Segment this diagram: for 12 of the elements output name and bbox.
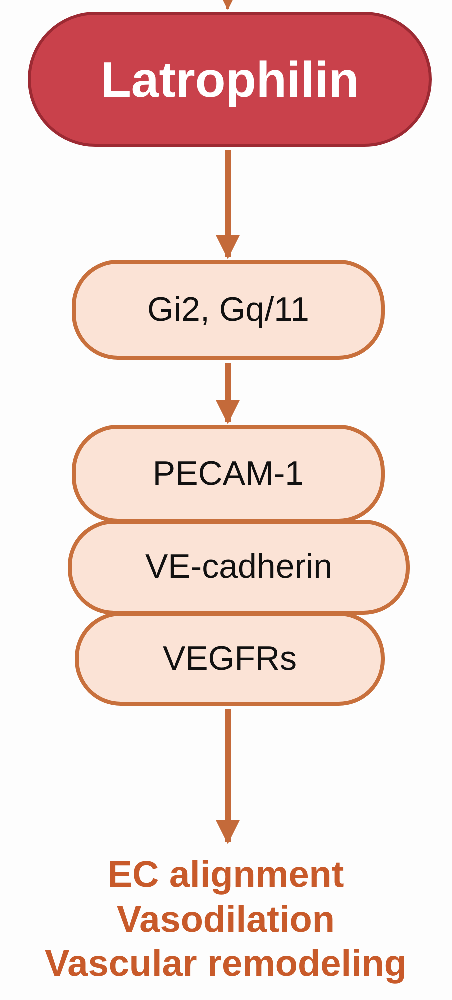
outcome-text: Vascular remodeling (45, 942, 407, 986)
arrow (216, 363, 240, 424)
outcome-text: EC alignment (108, 853, 344, 898)
node-label: PECAM-1 (152, 454, 304, 494)
node-label: VEGFRs (162, 640, 298, 678)
node-label: Gi2, Gq/11 (148, 290, 310, 330)
arrow (222, 0, 234, 10)
arrow (216, 150, 240, 260)
node-label: VE-cadherin (145, 548, 333, 587)
outcome-text: Vasodilation (117, 898, 335, 942)
arrow (216, 709, 240, 844)
node-label: Latrophilin (100, 50, 360, 108)
